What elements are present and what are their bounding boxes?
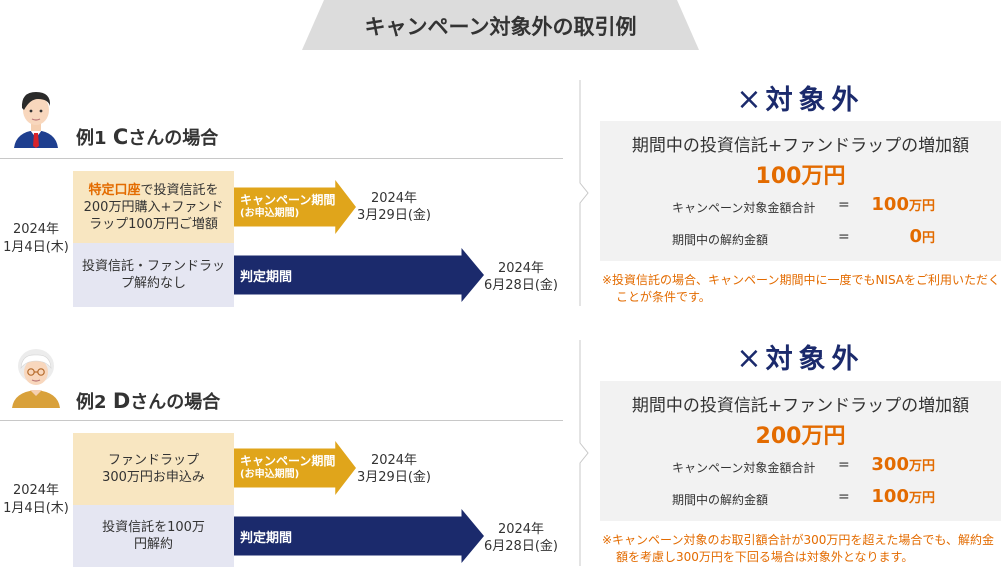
judgment-end-date: 2024年 6月28日(金) xyxy=(484,522,558,554)
cross-icon: × xyxy=(736,341,762,376)
judgment-period-arrow: 判定期間 xyxy=(234,248,484,302)
transaction-box: 特定口座で投資信託を200万円購入+ファンドラップ100万円ご増額 xyxy=(73,171,234,243)
result-label: ×対象外 xyxy=(736,82,865,117)
transaction-box: ファンドラップ300万円お申込み xyxy=(73,433,234,505)
campaign-total-row: キャンペーン対象金額合計 = 300万円 xyxy=(672,454,935,475)
judgment-end-date: 2024年 6月28日(金) xyxy=(484,261,558,293)
judgment-period-arrow: 判定期間 xyxy=(234,509,484,563)
cross-icon: × xyxy=(736,82,762,117)
result-heading: 期間中の投資信託+ファンドラップの増加額 xyxy=(631,136,970,156)
cancellation-amount-row: 期間中の解約金額 = 0円 xyxy=(672,226,935,247)
example-label-suffix: さんの場合 xyxy=(128,128,219,149)
start-date: 2024年 1月4日(木) xyxy=(3,483,69,516)
account-type-emphasis: 特定口座 xyxy=(88,182,141,198)
result-amount: 200万円 xyxy=(755,424,846,449)
example-person-name: C xyxy=(112,125,129,149)
cancellation-box: 投資信託を100万円解約 xyxy=(73,505,234,567)
condition-note: ※キャンペーン対象のお取引額合計が300万円を超えた場合でも、解約金額を考慮し3… xyxy=(602,533,995,564)
example-1-divider xyxy=(0,158,563,159)
elderly-woman-avatar-icon xyxy=(8,346,64,408)
result-box: 期間中の投資信託+ファンドラップの増加額 100万円 キャンペーン対象金額合計 … xyxy=(600,121,1001,261)
campaign-end-date: 2024年 3月29日(金) xyxy=(357,453,431,485)
page-title: キャンペーン対象外の取引例 xyxy=(364,15,637,39)
example-2-title: 例2 Dさんの場合 xyxy=(76,388,220,414)
example-label-prefix: 例1 xyxy=(76,128,107,149)
example-label-suffix: さんの場合 xyxy=(130,392,221,413)
chevron-right-divider-icon xyxy=(579,80,591,306)
result-amount: 100万円 xyxy=(755,164,846,189)
cancellation-amount-row: 期間中の解約金額 = 100万円 xyxy=(672,486,935,507)
chevron-right-divider-icon xyxy=(579,340,591,566)
example-2-divider xyxy=(0,420,563,421)
condition-note: ※投資信託の場合、キャンペーン期間中に一度でもNISAをご利用いただくことが条件… xyxy=(602,273,1001,304)
example-person-name: D xyxy=(112,389,131,413)
example-1-title: 例1 Cさんの場合 xyxy=(76,124,218,150)
page-title-banner: キャンペーン対象外の取引例 xyxy=(302,0,699,50)
cancellation-box: 投資信託・ファンドラップ解約なし xyxy=(73,243,234,307)
example-label-prefix: 例2 xyxy=(76,392,107,413)
campaign-total-row: キャンペーン対象金額合計 = 100万円 xyxy=(672,194,935,215)
result-label: ×対象外 xyxy=(736,341,865,376)
result-heading: 期間中の投資信託+ファンドラップの増加額 xyxy=(631,396,970,416)
example-1-section: 例1 Cさんの場合 2024年 1月4日(木) 特定口座で投資信託を200万円購… xyxy=(0,80,1001,307)
campaign-end-date: 2024年 3月29日(金) xyxy=(357,191,431,223)
result-box: 期間中の投資信託+ファンドラップの増加額 200万円 キャンペーン対象金額合計 … xyxy=(600,381,1001,521)
campaign-period-arrow: キャンペーン期間 (お申込期間) xyxy=(234,180,356,234)
man-avatar-icon xyxy=(8,86,64,148)
start-date: 2024年 1月4日(木) xyxy=(3,222,69,255)
campaign-period-arrow: キャンペーン期間 (お申込期間) xyxy=(234,441,356,495)
